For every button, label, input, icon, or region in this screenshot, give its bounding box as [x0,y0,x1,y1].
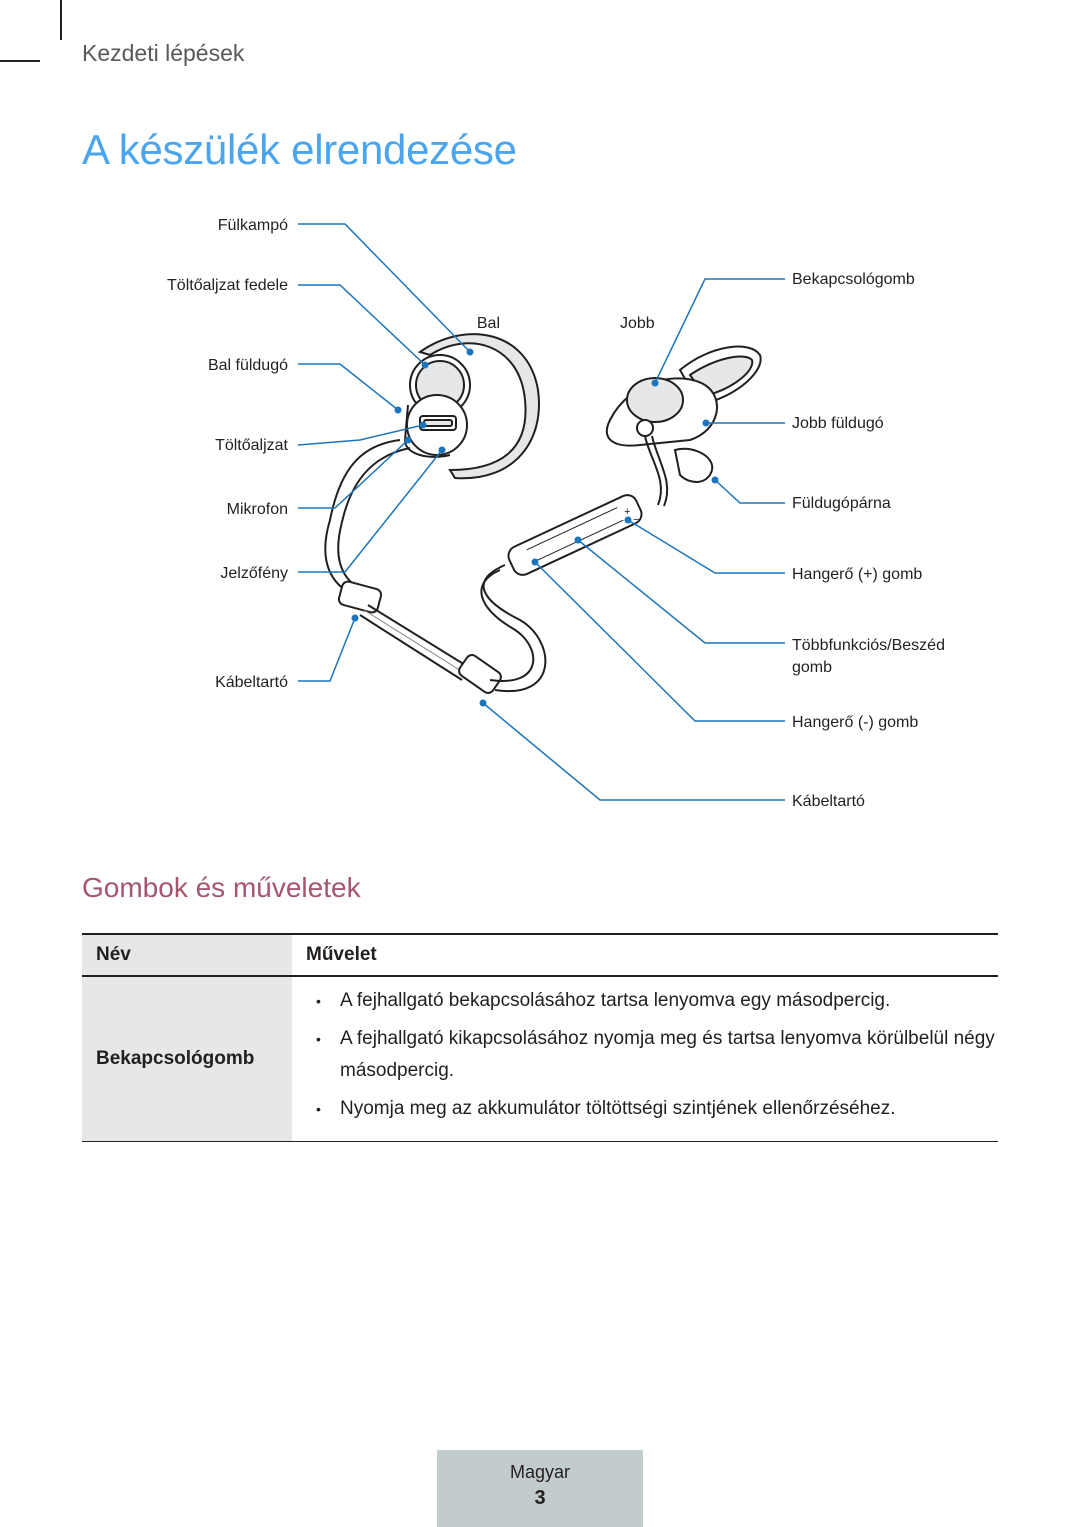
leader-lines [297,223,785,801]
label-side-left: Bal [477,315,500,332]
header-name: Név [82,933,292,977]
label-multifunction-button-line2: gomb [792,659,832,676]
label-cable-holder-right: Kábeltartó [792,793,865,810]
callout-dots [351,348,719,707]
action-text: Nyomja meg az akkumulátor töltöttségi sz… [340,1098,896,1119]
action-item: •A fejhallgató bekapcsolásához tartsa le… [316,990,891,1011]
buttons-table: Név Művelet Bekapcsológomb •A fejhallgat… [82,933,998,1142]
header-action: Művelet [292,933,998,977]
remote-minus-mark: − [633,514,639,526]
label-microphone: Mikrofon [227,501,288,518]
label-side-right: Jobb [620,315,655,332]
label-charging-port-cover: Töltőaljzat fedele [167,277,288,294]
device-layout-diagram: + − Fülkampó Töltőaljzat fe [167,217,945,810]
label-multifunction-button-line1: Többfunkciós/Beszéd [792,637,945,654]
crop-mark-horizontal [0,60,40,62]
label-charging-port: Töltőaljzat [215,437,288,454]
label-left-earbud: Bal füldugó [208,357,288,374]
footer-language: Magyar [509,1462,571,1482]
label-ear-hook: Fülkampó [218,217,288,234]
row-actions: •A fejhallgató bekapcsolásához tartsa le… [292,976,998,1142]
page-number: 3 [534,1487,546,1509]
label-power-button: Bekapcsológomb [792,271,915,288]
label-volume-down-button: Hangerő (-) gomb [792,714,918,731]
table-row: Bekapcsológomb •A fejhallgató bekapcsolá… [82,976,998,1142]
label-indicator-light: Jelzőfény [220,565,288,582]
left-earbud-illustration [324,333,547,694]
right-earbud-illustration [507,345,762,576]
label-cable-holder-left: Kábeltartó [215,674,288,691]
action-text: A fejhallgató kikapcsolásához nyomja meg… [340,1028,995,1081]
table-header-row: Név Művelet [82,933,998,977]
label-right-earbud: Jobb füldugó [792,415,884,432]
action-item: •A fejhallgató kikapcsolásához nyomja me… [316,1028,995,1081]
remote-plus-mark: + [624,506,630,518]
footer-tab: Magyar 3 [437,1450,643,1527]
label-ear-gel: Füldugópárna [792,495,891,512]
page-title: A készülék elrendezése [82,126,517,173]
crop-mark-vertical [60,0,62,40]
section-label: Kezdeti lépések [82,40,245,66]
section-subtitle: Gombok és műveletek [82,872,361,903]
action-text: A fejhallgató bekapcsolásához tartsa len… [340,990,891,1011]
label-volume-up-button: Hangerő (+) gomb [792,566,922,583]
row-name: Bekapcsológomb [82,976,292,1142]
action-item: •Nyomja meg az akkumulátor töltöttségi s… [316,1098,896,1119]
